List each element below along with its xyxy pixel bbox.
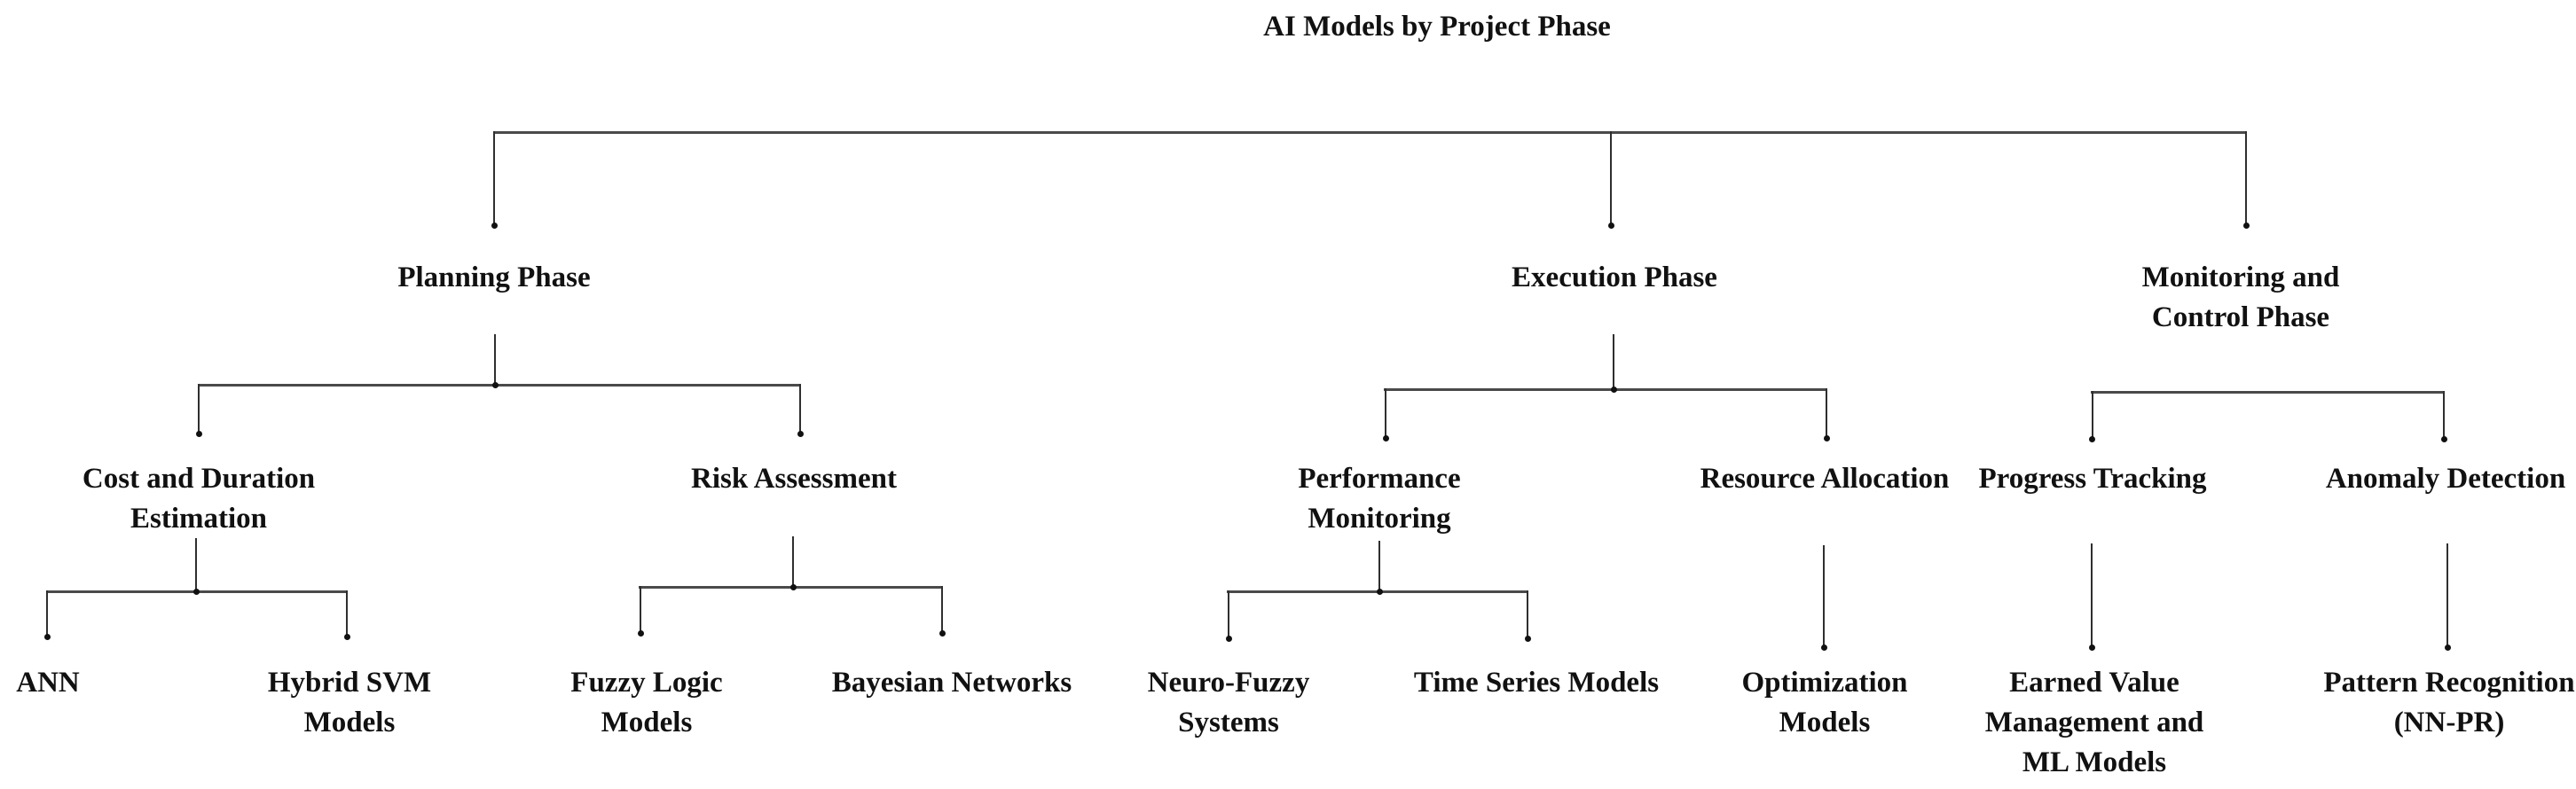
connector-vline xyxy=(346,590,348,635)
connector-dot xyxy=(344,634,350,640)
connector-dot xyxy=(492,382,499,388)
node-neuro-fuzzy-systems: Neuro-Fuzzy Systems xyxy=(1147,667,1310,738)
connector-dot xyxy=(1611,387,1617,393)
connector-vline xyxy=(195,538,197,590)
connector-vline xyxy=(1610,131,1612,223)
connector-dot xyxy=(196,431,202,437)
node-fuzzy-logic-models: Fuzzy Logic Models xyxy=(570,667,723,738)
connector-dot xyxy=(1608,223,1614,229)
connector-vline xyxy=(799,384,801,432)
node-earned-value-management-and-ml-models: Earned Value Management and ML Models xyxy=(1984,667,2204,778)
connector-dot xyxy=(790,584,797,590)
connector-vline xyxy=(1228,590,1229,637)
connector-vline xyxy=(1378,541,1380,590)
connector-vline xyxy=(1527,590,1528,637)
node-anomaly-detection: Anomaly Detection xyxy=(2325,463,2566,495)
node-optimization-models: Optimization Models xyxy=(1741,667,1908,738)
connector-dot xyxy=(1377,589,1383,595)
connector-hline xyxy=(2091,391,2445,394)
connector-vline xyxy=(494,334,496,384)
connector-dot xyxy=(1226,636,1232,642)
connector-dot xyxy=(797,431,804,437)
connector-dot xyxy=(2445,644,2451,651)
connector-dot xyxy=(1824,435,1830,441)
connector-vline xyxy=(2245,131,2247,223)
connector-dot xyxy=(2089,644,2095,651)
node-hybrid-svm-models: Hybrid SVM Models xyxy=(267,667,432,738)
connector-dot xyxy=(1525,636,1531,642)
connector-hline xyxy=(198,384,801,387)
connector-vline xyxy=(2092,391,2093,437)
connector-dot xyxy=(2441,436,2447,442)
connector-vline xyxy=(941,586,943,631)
connector-hline xyxy=(494,131,2247,134)
connector-dot xyxy=(939,630,946,637)
connector-dot xyxy=(2243,223,2250,229)
connector-vline xyxy=(1385,388,1386,436)
connector-vline xyxy=(198,384,200,432)
node-progress-tracking: Progress Tracking xyxy=(1978,463,2207,495)
node-risk-assessment: Risk Assessment xyxy=(691,463,897,495)
node-resource-allocation: Resource Allocation xyxy=(1700,463,1950,495)
connector-vline xyxy=(1826,388,1827,436)
diagram-title: AI Models by Project Phase xyxy=(1263,11,1611,43)
node-planning-phase: Planning Phase xyxy=(397,262,591,293)
connector-vline xyxy=(792,536,794,586)
connector-vline xyxy=(46,590,48,635)
node-ann: ANN xyxy=(16,667,80,699)
connector-vline xyxy=(2446,543,2448,645)
connector-vline xyxy=(1613,334,1614,388)
connector-dot xyxy=(1821,644,1827,651)
connector-dot xyxy=(44,634,51,640)
connector-dot xyxy=(491,223,498,229)
connector-vline xyxy=(1823,545,1825,645)
connector-vline xyxy=(640,586,641,631)
node-execution-phase: Execution Phase xyxy=(1512,262,1717,293)
connector-dot xyxy=(638,630,644,637)
connector-vline xyxy=(2091,543,2093,645)
connector-vline xyxy=(2443,391,2445,437)
node-monitoring-and-control-phase: Monitoring and Control Phase xyxy=(2141,262,2340,333)
node-performance-monitoring: Performance Monitoring xyxy=(1298,463,1461,535)
connector-dot xyxy=(1383,435,1389,441)
connector-hline xyxy=(1384,388,1827,391)
node-cost-and-duration-estimation: Cost and Duration Estimation xyxy=(82,463,316,535)
connector-dot xyxy=(2089,436,2095,442)
node-bayesian-networks: Bayesian Networks xyxy=(831,667,1072,699)
connector-dot xyxy=(193,589,200,595)
connector-vline xyxy=(493,131,495,223)
node-pattern-recognition-nn-pr: Pattern Recognition (NN-PR) xyxy=(2323,667,2575,738)
node-time-series-models: Time Series Models xyxy=(1413,667,1660,699)
